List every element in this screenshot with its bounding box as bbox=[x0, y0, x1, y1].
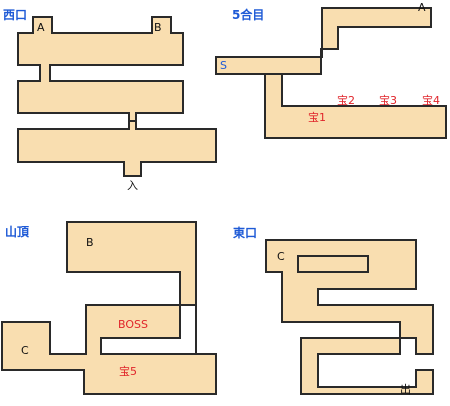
door-label-a-west: A bbox=[37, 21, 45, 34]
area-title-east: 東口 bbox=[233, 225, 257, 240]
room-west-entrance bbox=[17, 16, 217, 177]
exit-label: 出 bbox=[400, 382, 411, 396]
room-summit-lower bbox=[1, 304, 217, 395]
treasure-label-5: 宝5 bbox=[119, 364, 137, 378]
door-label-b-summit: B bbox=[86, 236, 94, 249]
entrance-label: 入 bbox=[127, 179, 138, 192]
boss-label: BOSS bbox=[118, 318, 148, 331]
treasure-label-2: 宝2 bbox=[337, 93, 355, 107]
door-label-c-east: C bbox=[277, 250, 285, 263]
room-east-entrance bbox=[265, 239, 434, 395]
room-5th-station bbox=[215, 7, 447, 139]
door-label-a-5th: A bbox=[418, 1, 426, 14]
room-summit-upper bbox=[66, 221, 197, 306]
treasure-label-4: 宝4 bbox=[422, 93, 440, 107]
door-label-c-summit: C bbox=[21, 344, 29, 357]
door-label-b-west: B bbox=[154, 21, 162, 34]
treasure-label-1: 宝1 bbox=[308, 110, 326, 124]
treasure-label-3: 宝3 bbox=[379, 93, 397, 107]
start-label: S bbox=[220, 59, 227, 72]
area-title-west: 西口 bbox=[3, 8, 27, 22]
area-title-5th-station: 5合目 bbox=[232, 7, 264, 22]
area-title-summit: 山頂 bbox=[5, 224, 30, 239]
